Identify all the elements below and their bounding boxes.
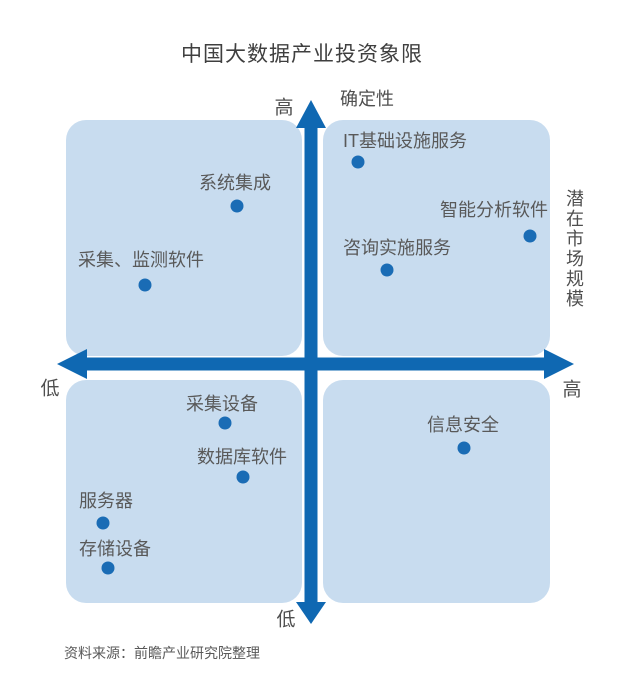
data-point-dot — [236, 470, 250, 484]
chart-title: 中国大数据产业投资象限 — [181, 43, 423, 66]
data-point-dot — [96, 516, 110, 530]
vertical-axis-name: 确定性 — [340, 89, 394, 109]
data-point-dot — [218, 416, 232, 430]
data-point-label: 存储设备 — [79, 539, 151, 559]
horizontal-axis-right-label: 高 — [562, 379, 582, 401]
horizontal-axis-left-label: 低 — [40, 378, 60, 400]
data-point-label: IT基础设施服务 — [343, 131, 467, 151]
data-point-label: 采集、监测软件 — [78, 250, 204, 270]
data-point-dot — [230, 199, 244, 213]
data-point-label: 服务器 — [79, 491, 133, 511]
data-point-dot — [351, 155, 365, 169]
source-note: 资料来源：前瞻产业研究院整理 — [64, 645, 260, 661]
data-point-dot — [457, 441, 471, 455]
data-point-dot — [523, 229, 537, 243]
quadrant-top-left-panel — [66, 120, 302, 356]
vertical-axis-top-label: 高 — [274, 97, 294, 119]
data-point-label: 智能分析软件 — [440, 200, 548, 220]
data-point-label: 咨询实施服务 — [343, 238, 451, 258]
vertical-axis-bottom-label: 低 — [276, 609, 296, 631]
data-point-label: 采集设备 — [186, 394, 258, 414]
data-point-label: 系统集成 — [199, 173, 271, 193]
data-point-label: 信息安全 — [427, 415, 499, 435]
data-point-dot — [138, 278, 152, 292]
data-point-dot — [101, 561, 115, 575]
horizontal-axis-name: 潜在市场规模 — [564, 189, 584, 309]
quadrant-bottom-right-panel — [323, 380, 550, 603]
data-point-dot — [380, 263, 394, 277]
data-point-label: 数据库软件 — [197, 447, 287, 467]
